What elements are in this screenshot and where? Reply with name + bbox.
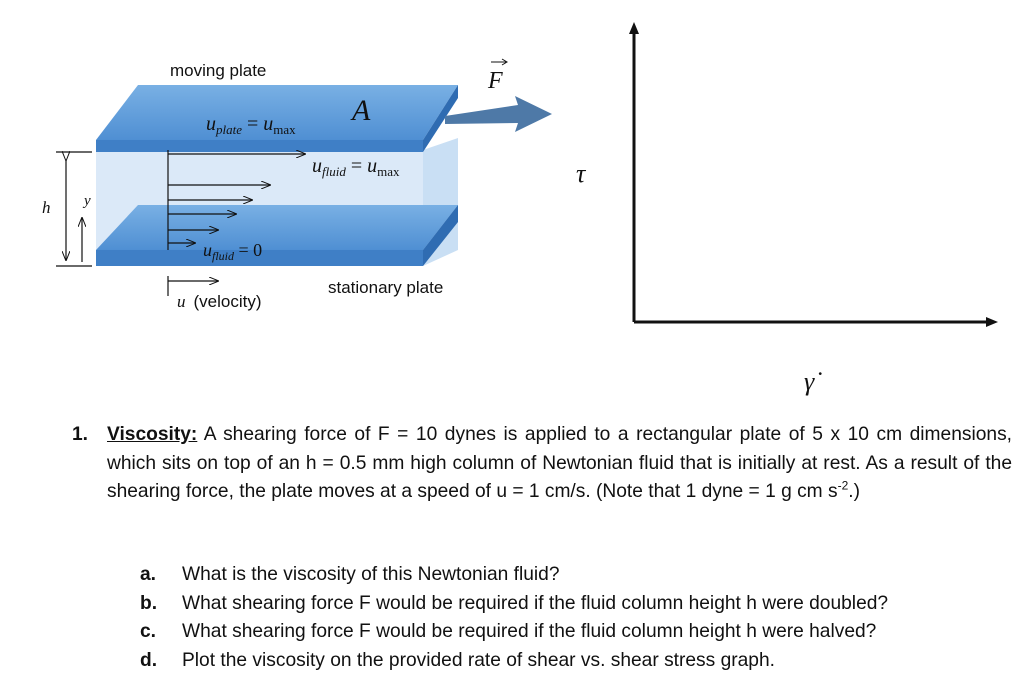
- moving-plate: [96, 85, 458, 152]
- stationary-plate: [96, 205, 458, 266]
- u-plate-equation: uplate = umax: [206, 113, 296, 137]
- height-dimension: [56, 152, 92, 267]
- y-symbol: y: [82, 193, 91, 209]
- sub-question-c: c.What shearing force F would be require…: [140, 621, 877, 642]
- exponent: -2: [837, 478, 849, 493]
- couette-flow-diagram: moving plate stationary plate A F uplate…: [42, 22, 998, 396]
- force-symbol: F: [487, 58, 508, 94]
- sub-question-d: d.Plot the viscosity on the provided rat…: [140, 649, 775, 671]
- u-fluid-top-equation: ufluid = umax: [312, 155, 400, 179]
- problem-1: 1. Viscosity: A shearing force of F = 10…: [72, 421, 1012, 507]
- velocity-axis: [167, 276, 218, 296]
- svg-text:F: F: [487, 68, 503, 94]
- gamma-dot-axis-label: γ̇: [804, 367, 822, 396]
- y-axis-arrowhead: [629, 22, 639, 34]
- u-fluid-bottom-equation: ufluid = 0: [203, 240, 262, 263]
- height-symbol: h: [42, 198, 51, 217]
- x-axis-arrowhead: [986, 317, 998, 327]
- area-symbol: A: [350, 94, 371, 127]
- tau-axis-label: τ: [576, 159, 587, 188]
- velocity-axis-label: u(velocity): [177, 292, 262, 311]
- velocity-profile: [167, 150, 305, 250]
- problem-text: Viscosity: A shearing force of F = 10 dy…: [107, 424, 1012, 502]
- problem-number: 1.: [72, 424, 89, 445]
- shear-graph-axes: [632, 32, 990, 324]
- problem-title: Viscosity:: [107, 424, 198, 445]
- moving-plate-label: moving plate: [170, 61, 266, 80]
- sub-question-b: b.What shearing force F would be require…: [140, 592, 889, 614]
- sub-question-a: a.What is the viscosity of this Newtonia…: [140, 564, 560, 585]
- force-arrow: [445, 96, 552, 132]
- stationary-plate-label: stationary plate: [328, 278, 443, 297]
- sub-questions: a.What is the viscosity of this Newtonia…: [140, 561, 1020, 675]
